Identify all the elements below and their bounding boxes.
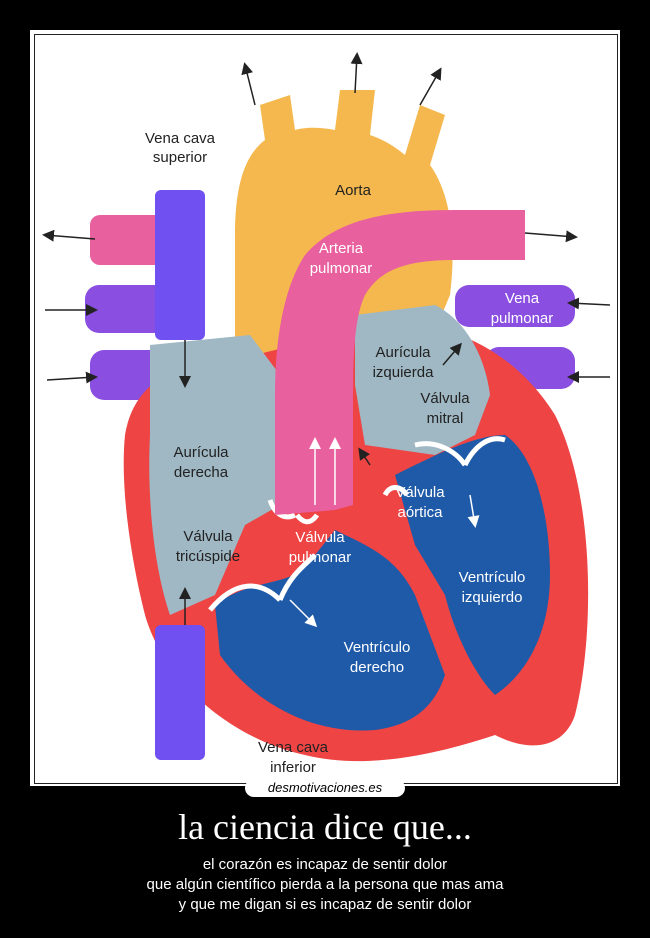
label-valvula-pulmonar: Válvula pulmonar — [289, 529, 352, 566]
flow-arrows — [42, 52, 611, 625]
left-atrium — [355, 305, 490, 455]
caption-line: el corazón es incapaz de sentir dolor — [202, 856, 448, 873]
svg-text:inferior: inferior — [270, 759, 316, 776]
pulmonary-veins-right — [455, 285, 575, 389]
svg-text:izquierda: izquierda — [373, 364, 435, 381]
label-valvula-tricuspide: Válvula tricúspide — [176, 528, 240, 565]
svg-text:Vena cava: Vena cava — [258, 739, 329, 756]
svg-text:izquierdo: izquierdo — [462, 589, 523, 606]
svg-text:Vena cava: Vena cava — [145, 130, 216, 147]
label-aorta: Aorta — [335, 182, 372, 199]
svg-text:aórtica: aórtica — [397, 504, 443, 521]
svg-text:derecha: derecha — [174, 464, 229, 481]
svg-text:Aurícula: Aurícula — [375, 344, 431, 361]
svg-text:Válvula: Válvula — [395, 484, 445, 501]
heart-diagram: Vena cava superior Aorta Arteria pulmona… — [42, 52, 611, 776]
svg-text:pulmonar: pulmonar — [289, 549, 352, 566]
label-auricula-derecha: Aurícula derecha — [173, 444, 229, 481]
svg-text:pulmonar: pulmonar — [491, 310, 554, 327]
label-vena-cava-inferior: Vena cava inferior — [258, 739, 329, 776]
svg-text:Válvula: Válvula — [183, 528, 233, 545]
label-ventriculo-derecho: Ventrículo derecho — [344, 639, 411, 676]
svg-text:derecho: derecho — [350, 659, 404, 676]
poster-frame: Vena cava superior Aorta Arteria pulmona… — [30, 30, 620, 786]
svg-text:Válvula: Válvula — [295, 529, 345, 546]
right-ventricle — [215, 530, 445, 731]
left-ventricle — [395, 435, 550, 695]
svg-text:pulmonar: pulmonar — [310, 260, 373, 277]
right-atrium — [149, 335, 280, 615]
svg-text:Ventrículo: Ventrículo — [459, 569, 526, 586]
svg-text:mitral: mitral — [427, 410, 464, 427]
label-valvula-mitral: Válvula mitral — [420, 390, 470, 427]
label-ventriculo-izquierdo: Ventrículo izquierdo — [459, 569, 526, 606]
label-vena-pulmonar: Vena pulmonar — [491, 290, 554, 327]
caption-line: y que me digan si es incapaz de sentir d… — [178, 896, 472, 913]
svg-text:Aurícula: Aurícula — [173, 444, 229, 461]
svg-text:superior: superior — [153, 149, 207, 166]
label-arteria-pulmonar: Arteria pulmonar — [310, 240, 373, 277]
watermark: desmotivaciones.es — [245, 779, 405, 797]
valves — [208, 436, 506, 612]
vena-cava — [155, 190, 205, 760]
caption-body: el corazón es incapaz de sentir dolor qu… — [0, 855, 650, 915]
svg-text:tricúspide: tricúspide — [176, 548, 240, 565]
svg-text:Arteria: Arteria — [319, 240, 364, 257]
svg-text:Ventrículo: Ventrículo — [344, 639, 411, 656]
label-auricula-izquierda: Aurícula izquierda — [373, 344, 435, 381]
caption-title: la ciencia dice que... — [178, 807, 472, 847]
svg-text:Válvula: Válvula — [420, 390, 470, 407]
svg-text:Vena: Vena — [505, 290, 540, 307]
poster-image-area: Vena cava superior Aorta Arteria pulmona… — [34, 34, 618, 784]
label-vena-cava-superior: Vena cava superior — [145, 130, 216, 166]
caption-line: que algún científico pierda a la persona… — [146, 876, 504, 893]
label-valvula-aortica: Válvula aórtica — [395, 484, 445, 521]
svg-text:Aorta: Aorta — [335, 182, 372, 199]
